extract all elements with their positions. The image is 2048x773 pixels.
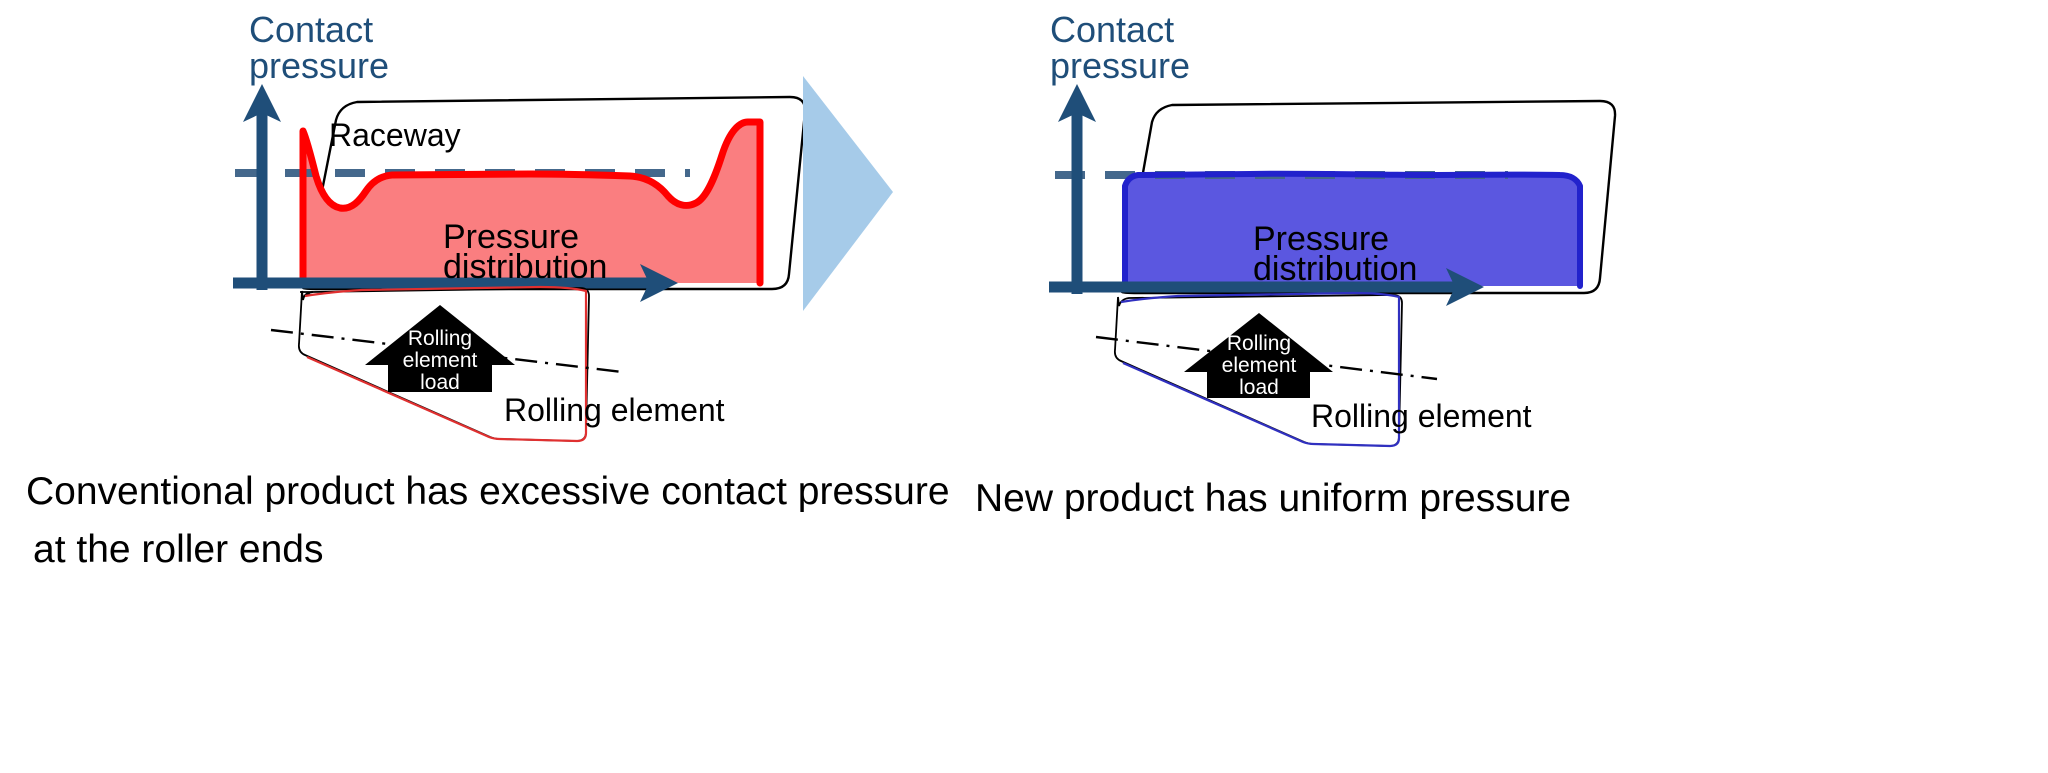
load-label-right-line2: element [1222,354,1297,377]
axis-label-contact-right: Contact [1050,9,1174,50]
process-arrow [803,76,893,311]
panel-conventional: Contact pressure Raceway Pressure distri… [26,9,950,571]
roller-contact-blue [1120,291,1401,448]
pressure-curve-red [299,118,764,287]
rolling-element-label: Rolling element [504,392,725,428]
load-label-line3: load [420,371,460,394]
y-axis-arrow [243,84,281,290]
rolling-element-label-right: Rolling element [1311,398,1532,434]
pressure-label-right-line2: distribution [1253,250,1417,288]
axis-label-pressure: pressure [249,45,389,86]
pressure-fill-blue [1125,173,1580,286]
pressure-curve-blue [1122,170,1583,289]
x-axis-arrow-right [1049,268,1484,306]
roller-contact-red [304,285,588,443]
raceway-outline-right [1120,99,1617,295]
panel-new: Contact pressure Pressure distribution [975,9,1617,520]
load-label-line1: Rolling [408,327,472,350]
load-label-line2: element [403,349,478,372]
load-label-right-line1: Rolling [1227,332,1291,355]
axis-label-contact: Contact [249,9,373,50]
x-axis-arrow [233,264,678,302]
axis-label-pressure-right: pressure [1050,45,1190,86]
load-arrow-block [365,305,515,392]
load-arrow-block-right [1184,313,1333,398]
pressure-fill-red [303,122,760,283]
raceway-label: Raceway [329,117,461,153]
pressure-label-right-line1: Pressure [1253,220,1389,258]
caption-right-line1: New product has uniform pressure [975,477,1571,520]
caption-left-line1: Conventional product has excessive conta… [26,470,950,513]
caption-left-line2: at the roller ends [33,528,324,571]
pressure-label-line2: distribution [443,248,607,286]
load-label-right-line3: load [1239,376,1279,399]
pressure-label-line1: Pressure [443,218,579,256]
y-axis-arrow-right [1058,84,1096,294]
